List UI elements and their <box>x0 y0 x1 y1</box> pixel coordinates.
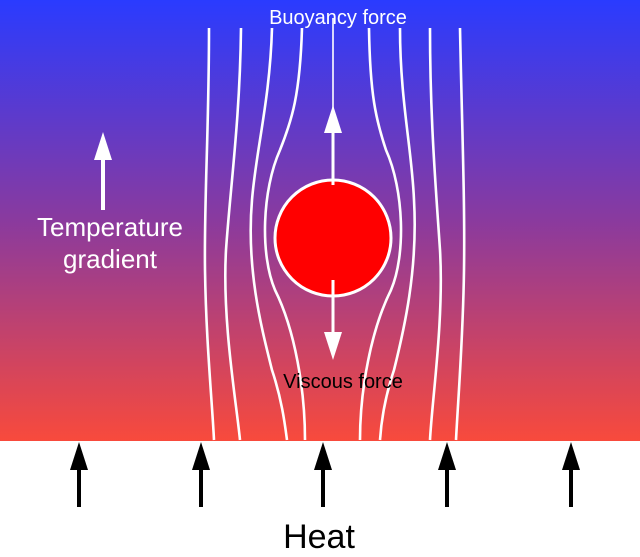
streamline <box>428 27 443 441</box>
streamline <box>378 27 416 441</box>
streamline <box>454 27 466 441</box>
gradient-label-line1: Temperature <box>37 212 183 242</box>
viscous-label: Viscous force <box>283 371 403 393</box>
sphere <box>273 178 393 298</box>
heat-arrow-icon <box>438 442 456 507</box>
gradient-label-line2: gradient <box>63 244 158 274</box>
heat-label: Heat <box>283 518 355 556</box>
buoyancy-label: Buoyancy force <box>269 7 407 29</box>
streamline <box>358 27 403 441</box>
heat-arrow-icon <box>70 442 88 507</box>
streamline <box>263 27 307 441</box>
heat-arrow-icon <box>314 442 332 507</box>
streamline <box>224 27 243 441</box>
viscous-arrow-icon <box>324 280 342 360</box>
heat-arrow-icon <box>192 442 210 507</box>
heat-arrow-icon <box>562 442 580 507</box>
buoyancy-arrow-icon <box>324 105 342 185</box>
streamlines <box>203 18 466 441</box>
streamline <box>203 27 216 441</box>
heat-arrows <box>70 442 580 507</box>
streamline <box>249 27 289 441</box>
gradient-arrow-icon <box>94 132 112 210</box>
